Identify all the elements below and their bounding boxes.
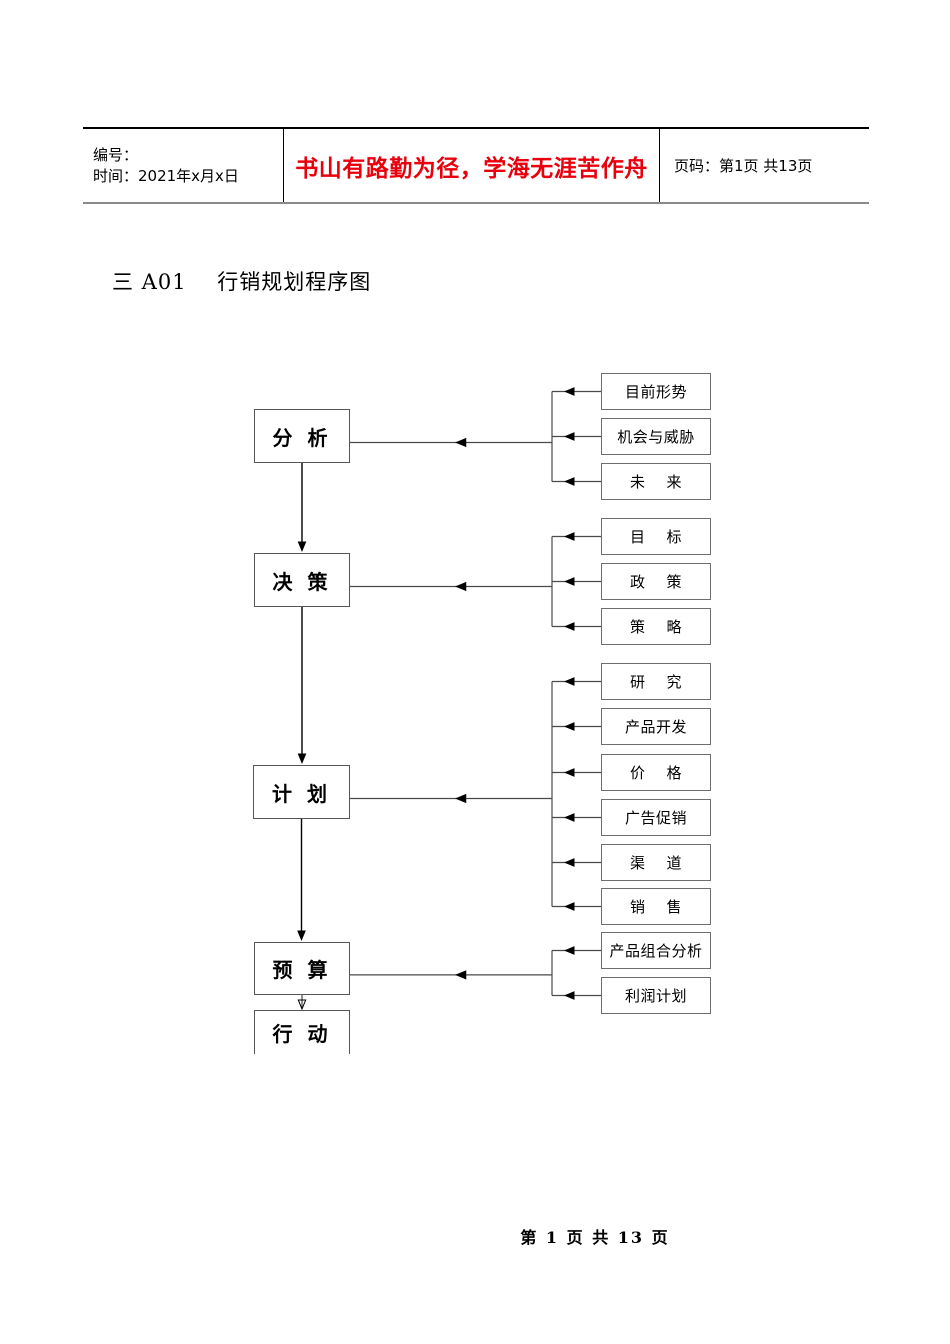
flow-node-label: 未 来 (629, 473, 683, 491)
flow-node-leaf: 销 售 (601, 888, 711, 925)
flow-node-label: 分 析 (272, 425, 332, 450)
flow-node-leaf: 渠 道 (601, 844, 711, 881)
flow-node-label: 产品开发 (624, 718, 687, 736)
flow-node-label: 策 略 (629, 618, 683, 636)
header-cell-meta: 编号： 时间：2021年x月x日 (83, 129, 284, 202)
flow-node-leaf: 产品开发 (601, 708, 711, 745)
flow-node-label: 研 究 (629, 673, 683, 691)
header-cell-pageno: 页码：第1页 共13页 (660, 129, 869, 202)
flow-node-leaf: 策 略 (601, 608, 711, 645)
footer-page-text: 第 1 页 共 13 页 (520, 1228, 670, 1247)
flow-node-label: 价 格 (629, 764, 683, 782)
flow-node-analysis: 分 析 (254, 409, 350, 463)
flow-node-leaf: 机会与威胁 (601, 418, 711, 455)
flow-node-leaf: 目前形势 (601, 373, 711, 410)
flow-node-label: 目 标 (629, 528, 683, 546)
flow-node-leaf: 价 格 (601, 754, 711, 791)
flow-node-label: 行 动 (272, 1022, 332, 1046)
document-header-table: 编号： 时间：2021年x月x日 书山有路勤为径，学海无涯苦作舟 页码：第1页 … (83, 127, 869, 204)
flow-node-budget: 预 算 (254, 942, 350, 995)
flow-node-label: 渠 道 (629, 854, 683, 872)
flow-node-leaf: 政 策 (601, 563, 711, 600)
flow-node-label: 计 划 (272, 781, 331, 806)
flow-node-label: 决 策 (272, 569, 332, 594)
flow-node-label: 广告促销 (624, 809, 687, 827)
flow-node-leaf: 利润计划 (601, 977, 711, 1014)
header-id-label: 编号： (93, 145, 139, 164)
header-page-indicator: 页码：第1页 共13页 (674, 157, 813, 175)
flow-node-leaf: 未 来 (601, 463, 711, 500)
flow-node-leaf: 研 究 (601, 663, 711, 700)
flow-node-action: 行 动 (254, 1010, 350, 1054)
flow-node-label: 预 算 (272, 958, 332, 982)
flow-node-leaf: 目 标 (601, 518, 711, 555)
flow-node-label: 机会与威胁 (617, 428, 695, 446)
flow-node-label: 目前形势 (624, 383, 687, 401)
flow-node-leaf: 产品组合分析 (601, 932, 711, 969)
header-cell-motto: 书山有路勤为径，学海无涯苦作舟 (284, 129, 660, 202)
flow-node-label: 产品组合分析 (609, 942, 703, 960)
flow-node-leaf: 广告促销 (601, 799, 711, 836)
flow-node-label: 利润计划 (624, 987, 687, 1005)
page-footer: 第 1 页 共 13 页 (0, 1224, 950, 1248)
flow-node-plan: 计 划 (253, 765, 350, 819)
header-time-label: 时间：2021年x月x日 (93, 166, 239, 185)
flow-node-label: 销 售 (629, 898, 683, 916)
page-title: 三 A01 行销规划程序图 (112, 270, 372, 294)
flow-node-label: 政 策 (629, 573, 683, 591)
flow-node-decision: 决 策 (254, 553, 350, 607)
header-motto-text: 书山有路勤为径，学海无涯苦作舟 (295, 154, 648, 182)
